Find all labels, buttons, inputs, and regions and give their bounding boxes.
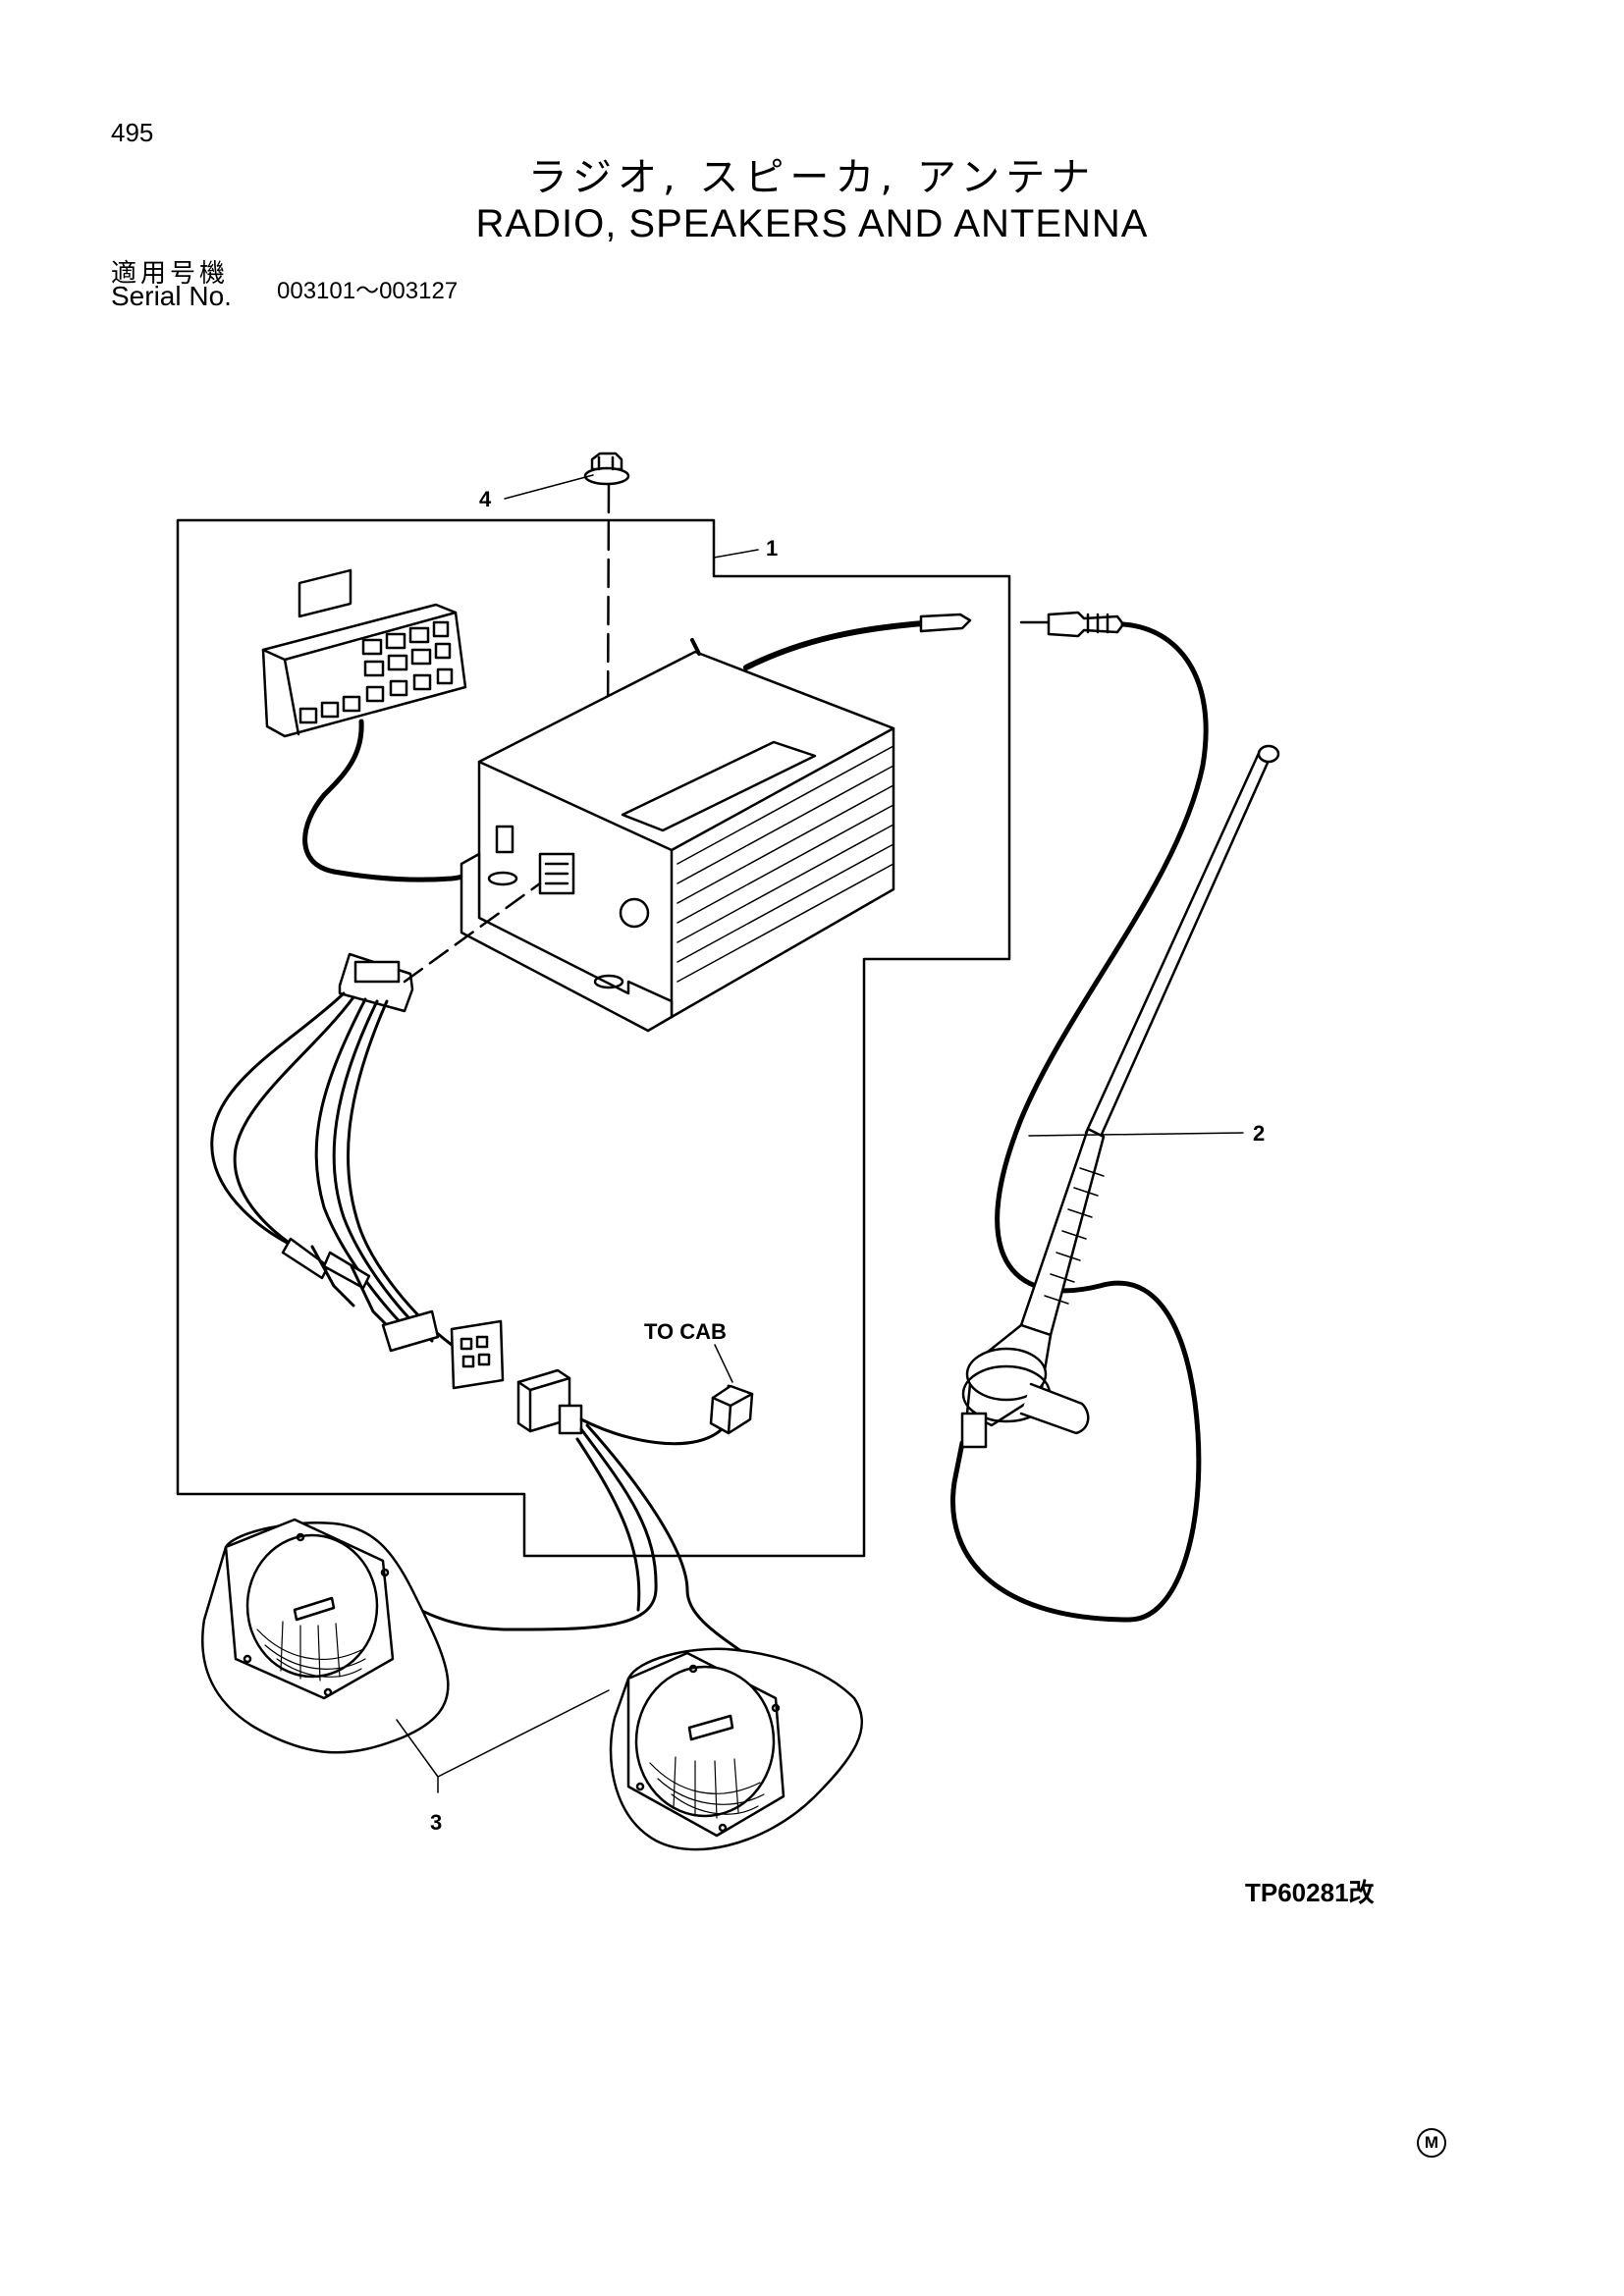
drawing-code: TP60281改: [1245, 1878, 1375, 1907]
callout-4: 4: [479, 487, 492, 511]
serial-range: 003101～003127: [277, 278, 459, 304]
callout-2: 2: [1253, 1121, 1265, 1146]
callout-3: 3: [430, 1810, 442, 1835]
wire-harness: [210, 881, 789, 1710]
to-cab-label: TO CAB: [644, 1319, 727, 1344]
radio-unit: [460, 638, 895, 1033]
speaker-connector: [516, 1368, 583, 1435]
title-japanese: ラジオ, スピーカ, アンテナ: [527, 155, 1097, 200]
leader-line-4: [504, 474, 594, 500]
mark-symbol: M: [1417, 2128, 1446, 2158]
page-number: 495: [111, 118, 154, 147]
bolt-part: [583, 452, 630, 486]
control-panel-cable: [302, 719, 486, 882]
antenna-mast: [960, 744, 1280, 1449]
antenna-plug-male: [1019, 611, 1125, 638]
radio-control-panel: [261, 568, 467, 738]
leader-line-1: [713, 549, 759, 559]
leader-line-2: [1028, 1132, 1244, 1137]
cab-connector: [709, 1384, 754, 1435]
title-english: RADIO, SPEAKERS AND ANTENNA: [475, 202, 1149, 245]
speaker-right: [609, 1647, 864, 1851]
antenna-cable: [950, 621, 1209, 1623]
harness-connector: [450, 1319, 505, 1390]
callout-1: 1: [766, 536, 778, 561]
speaker-left: [201, 1518, 450, 1754]
control-panel-buttons: [298, 620, 454, 724]
antenna-plug-female: [919, 613, 972, 633]
serial-label-english: Serial No.: [111, 281, 232, 311]
leader-line-to-cab: [714, 1344, 733, 1383]
antenna-lead: [743, 620, 926, 670]
serial-label-japanese: 適用号機: [111, 259, 230, 289]
leader-line-3: [396, 1689, 610, 1793]
